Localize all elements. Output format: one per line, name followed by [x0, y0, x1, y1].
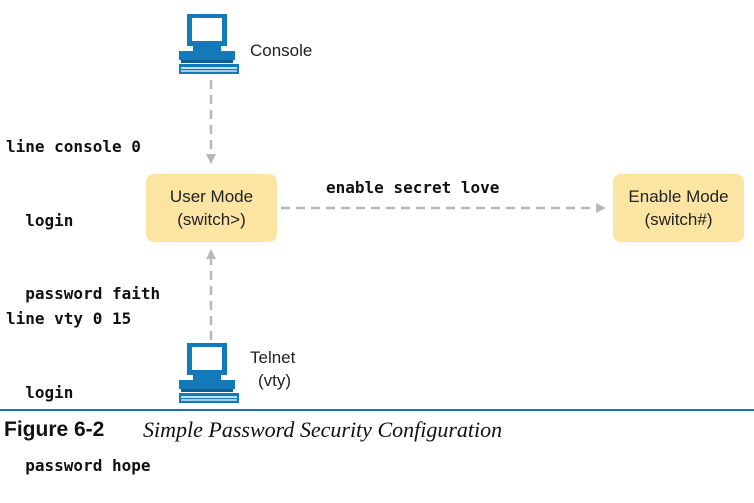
- console-config-block: line console 0 login password faith: [6, 86, 160, 331]
- console-label: Console: [250, 41, 313, 60]
- computer-terminal-icon: [179, 343, 239, 403]
- computer-terminal-icon: [179, 14, 239, 74]
- telnet-label-line1: Telnet: [250, 348, 296, 367]
- user-mode-prompt: (switch>): [177, 210, 246, 229]
- vty-config-line: password hope: [6, 456, 151, 475]
- connector-layer: [206, 80, 606, 340]
- console-config-line: line console 0: [6, 137, 141, 156]
- enable-secret-command: enable secret love: [326, 178, 500, 197]
- vty-config-line: line vty 0 15: [6, 309, 132, 328]
- user-mode-box: User Mode (switch>): [146, 174, 277, 242]
- figure-number: Figure 6-2: [4, 418, 105, 441]
- enable-mode-box: Enable Mode (switch#): [613, 174, 744, 242]
- enable-mode-title: Enable Mode: [628, 187, 729, 206]
- telnet-label: Telnet (vty): [250, 346, 295, 392]
- console-config-line: password faith: [6, 284, 161, 303]
- user-mode-title: User Mode: [169, 187, 254, 206]
- vty-config-line: login: [6, 382, 74, 402]
- figure-title: Simple Password Security Configuration: [143, 417, 503, 442]
- telnet-label-line2: (vty): [258, 371, 292, 390]
- console-config-line: login: [6, 210, 74, 230]
- caption-divider: [0, 409, 754, 411]
- enable-mode-prompt: (switch#): [644, 210, 713, 229]
- vty-config-block: line vty 0 15 login password hope: [6, 258, 151, 503]
